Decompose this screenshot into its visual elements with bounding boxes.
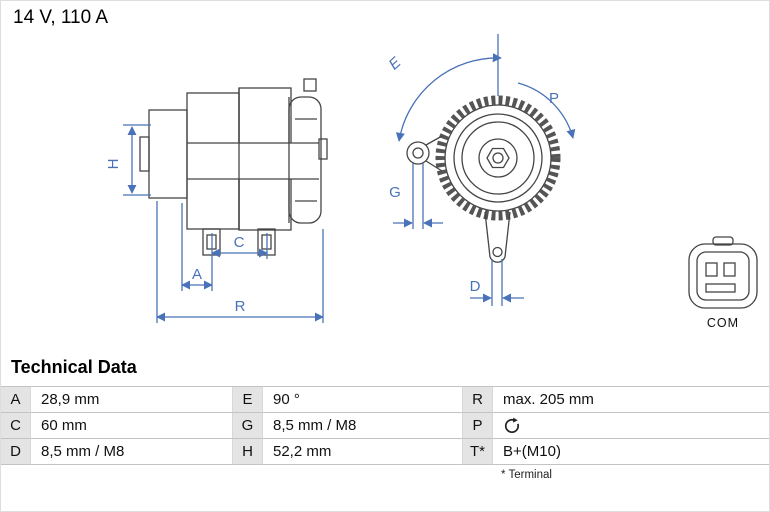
rotation-direction-icon <box>504 417 519 433</box>
tech-value-h: 52,2 mm <box>263 439 463 465</box>
tech-value-g: 8,5 mm / M8 <box>263 413 463 439</box>
terminal-footnote: * Terminal <box>501 469 552 481</box>
tech-key-e: E <box>233 387 263 413</box>
tech-value-t: B+(M10) <box>493 439 769 465</box>
tech-key-p: P <box>463 413 493 439</box>
side-view-dimensions: H C A R <box>105 124 324 323</box>
tech-key-h: H <box>233 439 263 465</box>
dim-label-a: A <box>192 266 202 283</box>
connector-label: COM <box>707 316 739 330</box>
tech-key-d: D <box>1 439 31 465</box>
tech-key-t: T* <box>463 439 493 465</box>
page-title: 14 V, 110 A <box>13 7 109 28</box>
front-view-dimensions: E P G D <box>386 34 576 306</box>
technical-data-heading: Technical Data <box>11 357 137 377</box>
dim-label-c: C <box>234 234 245 251</box>
dim-label-h: H <box>105 159 122 170</box>
alternator-front-view <box>406 95 561 263</box>
tech-value-p <box>493 413 769 439</box>
tech-key-c: C <box>1 413 31 439</box>
tech-value-a: 28,9 mm <box>31 387 233 413</box>
technical-data-table: A 28,9 mm E 90 ° R max. 205 mm C 60 mm G… <box>1 386 769 465</box>
tech-value-d: 8,5 mm / M8 <box>31 439 233 465</box>
com-connector-detail: COM <box>688 236 758 330</box>
tech-key-g: G <box>233 413 263 439</box>
tech-value-r: max. 205 mm <box>493 387 769 413</box>
tech-value-e: 90 ° <box>263 387 463 413</box>
tech-key-a: A <box>1 387 31 413</box>
alternator-technical-drawing: H C A R <box>105 34 758 330</box>
tech-key-r: R <box>463 387 493 413</box>
dim-label-g: G <box>389 184 401 201</box>
dim-label-d: D <box>470 278 481 295</box>
alternator-side-view <box>139 78 328 256</box>
tech-value-c: 60 mm <box>31 413 233 439</box>
dim-label-p: P <box>549 90 559 107</box>
dim-label-r: R <box>235 298 246 315</box>
dim-label-e: E <box>386 53 406 73</box>
